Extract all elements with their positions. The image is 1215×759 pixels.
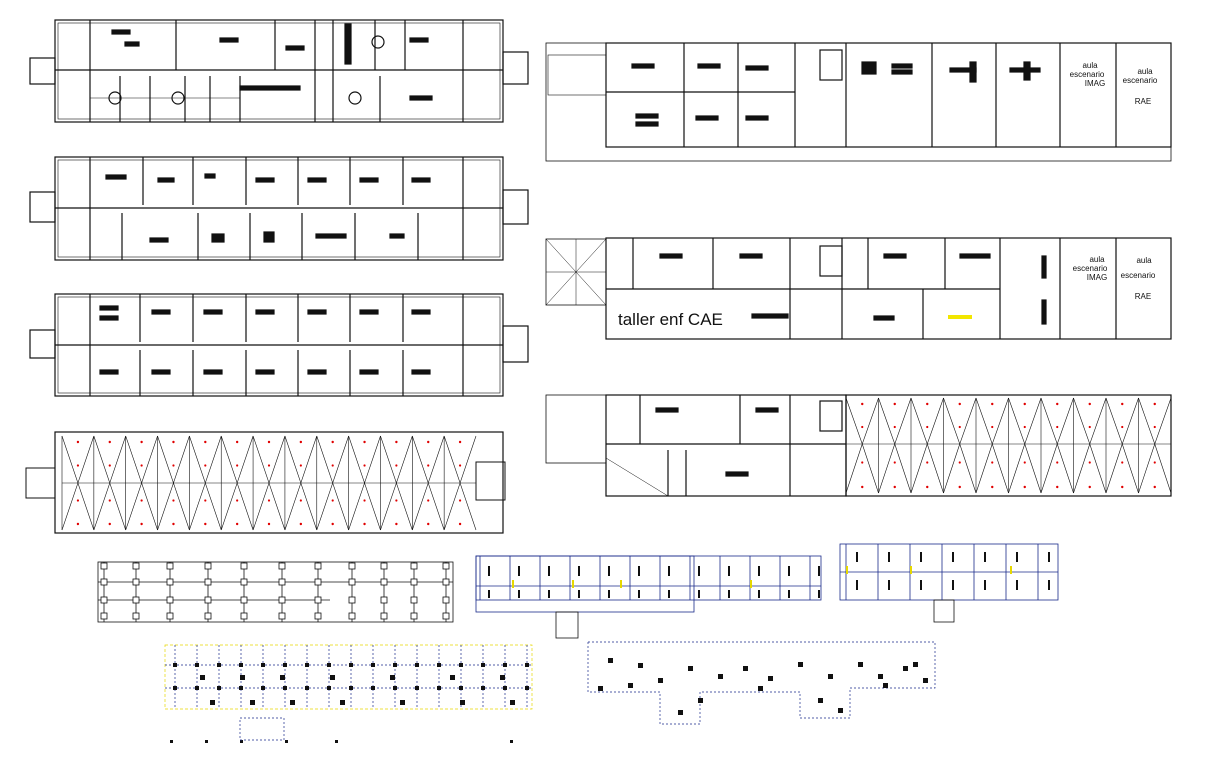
foundation-plan-2 <box>587 641 936 725</box>
label-rae-1: RAE <box>1135 97 1151 106</box>
label-escenario-2: escenario <box>1123 76 1158 85</box>
floor-plan-right-a <box>545 42 1172 162</box>
floor-plan-right-c <box>545 394 1172 497</box>
structural-grid-2 <box>475 555 822 639</box>
floor-plan-1 <box>29 19 529 123</box>
label-escenario-1: escenario <box>1070 70 1105 79</box>
label-aula-4: aula <box>1136 256 1152 265</box>
label-imag-1: IMAG <box>1085 79 1105 88</box>
label-taller: taller enf CAE <box>618 310 723 329</box>
floor-plan-3 <box>29 293 529 397</box>
roof-plan-left <box>25 431 506 534</box>
structural-grid-1 <box>97 561 454 623</box>
structural-grid-3 <box>839 543 1059 623</box>
floor-plan-2 <box>29 156 529 261</box>
label-aula-1: aula <box>1082 61 1098 70</box>
foundation-plan-1 <box>164 644 533 743</box>
floor-plan-right-b <box>545 237 1172 340</box>
highlight-mark <box>948 315 972 319</box>
label-imag-2: IMAG <box>1087 273 1107 282</box>
label-escenario-3: escenario <box>1073 264 1108 273</box>
label-rae-2: RAE <box>1135 292 1151 301</box>
label-aula-2: aula <box>1137 67 1153 76</box>
label-aula-3: aula <box>1089 255 1105 264</box>
label-escenario-4: escenario <box>1121 271 1156 280</box>
